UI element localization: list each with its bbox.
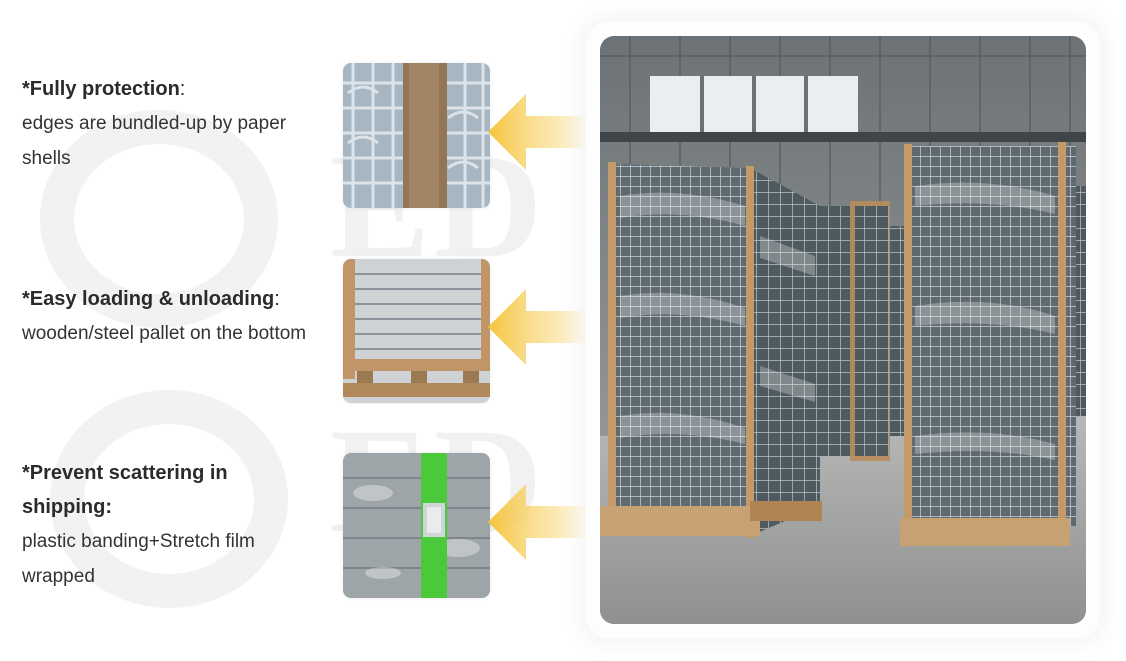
- arrow-left-icon: [488, 94, 600, 170]
- wooden-pallet-photo: [343, 259, 490, 403]
- feature-easy-loading: *Easy loading & unloading: wooden/steel …: [22, 282, 322, 351]
- feature-description: wooden/steel pallet on the bottom: [22, 323, 307, 344]
- feature-description: edges are bundled-up by paper shells: [22, 113, 287, 169]
- feature-description: plastic banding+Stretch film wrapped: [22, 531, 255, 587]
- feature-title: *Fully protection:: [22, 78, 186, 100]
- arrow-left-icon: [488, 484, 600, 560]
- feature-prevent-scattering: *Prevent scattering in shipping: plastic…: [22, 456, 322, 594]
- feature-title: *Easy loading & unloading:: [22, 288, 280, 310]
- feature-fully-protection: *Fully protection: edges are bundled-up …: [22, 72, 322, 176]
- warehouse-packed-wire-decks-photo: [600, 36, 1086, 624]
- arrow-left-icon: [488, 289, 600, 365]
- paper-edge-protector-photo: [343, 63, 490, 208]
- feature-title: *Prevent scattering in shipping:: [22, 462, 228, 518]
- plastic-banding-photo: [343, 453, 490, 598]
